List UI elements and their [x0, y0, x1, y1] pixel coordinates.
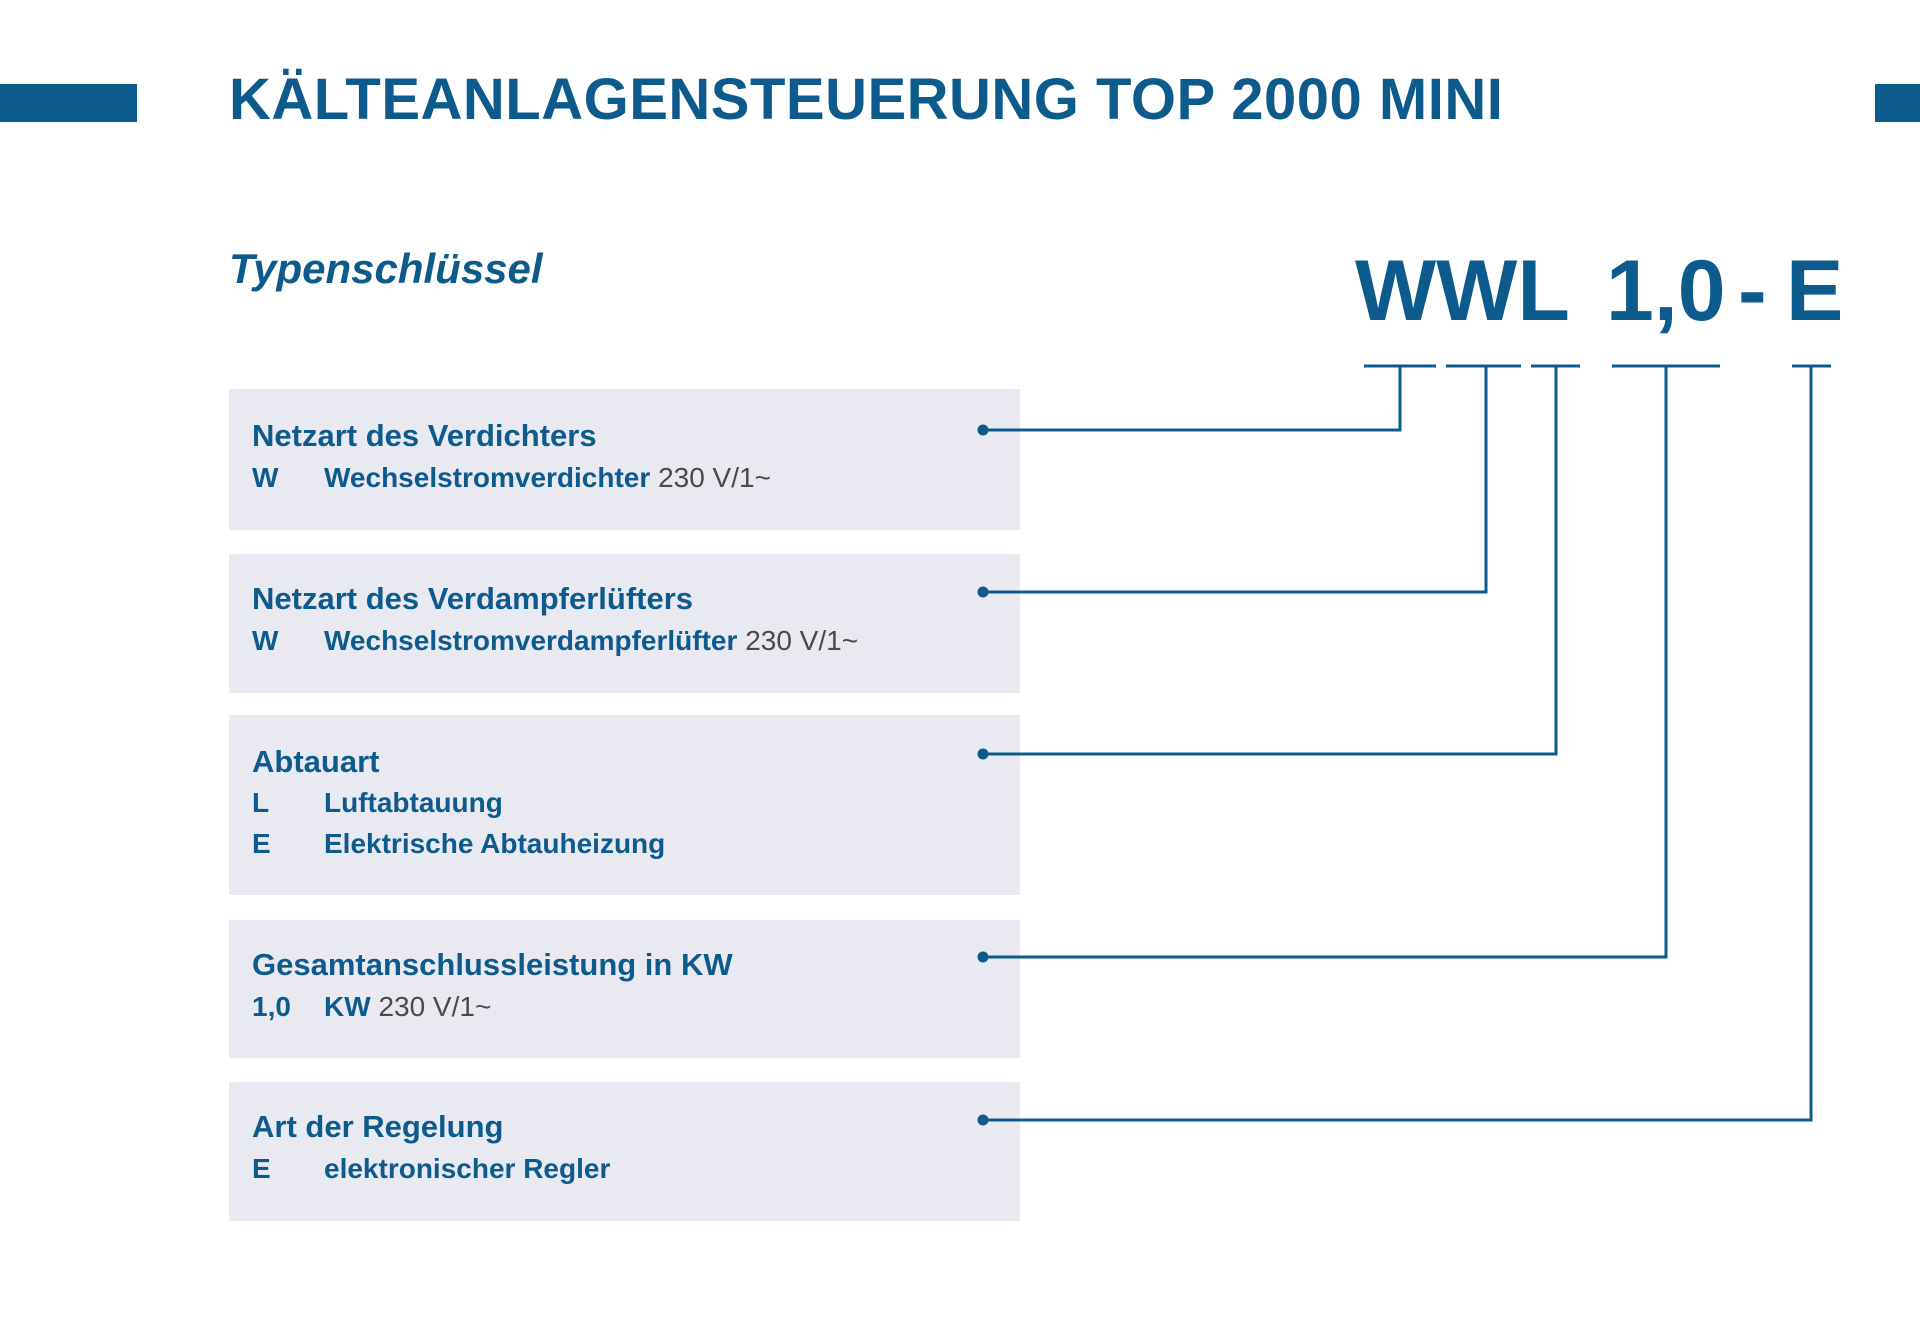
type-code-segment-power: 1,0 [1606, 243, 1726, 339]
section-box-power: Gesamtanschlussleistung in KW 1,0 KW 230… [229, 920, 1020, 1058]
option-spec: 230 V/1~ [658, 462, 771, 493]
section-title: Netzart des Verdichters [252, 418, 597, 453]
connector-dot [977, 586, 989, 598]
option-code: L [252, 787, 270, 818]
option-code: E [252, 828, 271, 859]
section-title: Art der Regelung [252, 1109, 504, 1144]
section-box-defrost: Abtauart L Luftabtauung E Elektrische Ab… [229, 715, 1020, 895]
connector-compressor [983, 366, 1402, 432]
option-code: W [252, 625, 279, 656]
accent-bar-left [0, 84, 137, 122]
connector-dot [977, 748, 989, 760]
option-spec: 230 V/1~ [378, 991, 492, 1022]
page-title: KÄLTEANLAGENSTEUERUNG TOP 2000 MINI [229, 67, 1504, 132]
accent-bar-right [1875, 84, 1920, 122]
option-label-wrap: Wechselstromverdichter 230 V/1~ [324, 462, 771, 494]
option-label: Luftabtauung [324, 787, 503, 818]
type-code-separator: - [1738, 243, 1767, 339]
option-label: Wechselstromverdichter [324, 462, 651, 493]
option-code: 1,0 [252, 991, 291, 1022]
option-label: Wechselstromverdampferlüfter [324, 625, 738, 656]
option-label-wrap: KW 230 V/1~ [324, 991, 491, 1023]
section-box-compressor: Netzart des Verdichters W Wechselstromve… [229, 389, 1020, 530]
section-title: Abtauart [252, 744, 380, 779]
option-label: KW [324, 991, 371, 1022]
connector-dot [977, 424, 989, 436]
option-label: elektronischer Regler [324, 1153, 611, 1184]
option-spec: 230 V/1~ [745, 625, 859, 656]
section-title: Gesamtanschlussleistung in KW [252, 947, 733, 982]
connector-control [983, 366, 1813, 1122]
option-code: W [252, 462, 279, 493]
section-title: Netzart des Verdampferlüfters [252, 581, 694, 616]
option-label: Elektrische Abtauheizung [324, 828, 666, 859]
type-code-segment-wwl: WWL [1355, 243, 1570, 339]
connector-defrost [983, 366, 1558, 756]
connector-dot [977, 951, 989, 963]
section-box-evaporator-fan: Netzart des Verdampferlüfters W Wechsels… [229, 554, 1020, 693]
connector-evaporator-fan [983, 366, 1488, 594]
connector-dot [977, 1114, 989, 1126]
type-code-segment-control: E [1786, 243, 1844, 339]
connector-power [983, 366, 1668, 959]
section-subtitle: Typenschlüssel [229, 245, 543, 292]
option-label-wrap: Wechselstromverdampferlüfter 230 V/1~ [324, 625, 858, 657]
section-box-control: Art der Regelung E elektronischer Regler [229, 1082, 1020, 1221]
option-code: E [252, 1153, 271, 1184]
